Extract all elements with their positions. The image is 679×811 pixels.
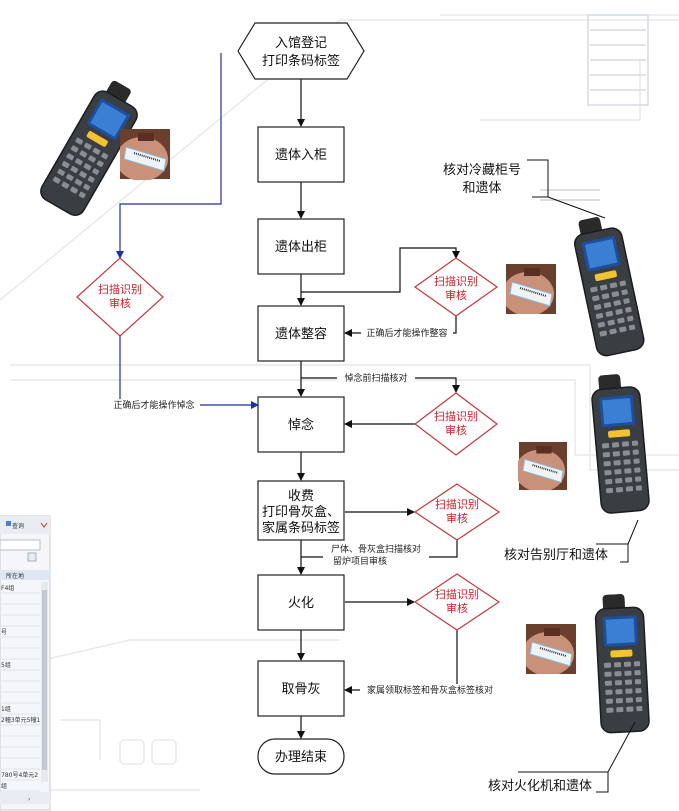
node-cabinet-in: 遗体入柜 bbox=[257, 126, 345, 183]
node-end: 办理结束 bbox=[257, 738, 345, 775]
node-cremation: 火化 bbox=[257, 574, 345, 631]
scan-decision-1: 扫描识别 审核 bbox=[413, 257, 499, 317]
side-label-cabinet-2: 和遗体 bbox=[462, 181, 501, 196]
svg-text:取骨灰: 取骨灰 bbox=[281, 682, 320, 697]
svg-text:审核: 审核 bbox=[445, 288, 467, 302]
node-mourning: 悼念 bbox=[257, 396, 345, 453]
svg-text:打印条码标签: 打印条码标签 bbox=[262, 53, 340, 69]
svg-text:火化: 火化 bbox=[288, 596, 314, 611]
barcode-scanner-icon bbox=[569, 211, 647, 359]
svg-text:家属条码标签: 家属条码标签 bbox=[262, 520, 340, 536]
panel-row[interactable]: 号 bbox=[1, 629, 7, 636]
edge-label-pre-mourning: 悼念前扫描核对 bbox=[344, 372, 407, 384]
edge-label-ashes-check: 家属领取标签和骨灰盒标签核对 bbox=[367, 684, 493, 696]
svg-text:打印骨灰盒、: 打印骨灰盒、 bbox=[262, 504, 340, 520]
scan-decision-3: 扫描识别 审核 bbox=[413, 483, 501, 541]
edge-label-fee-check-2: 留炉项目审核 bbox=[333, 555, 387, 567]
svg-text:扫描识别: 扫描识别 bbox=[434, 274, 478, 288]
scan-decision-left: 扫描识别 审核 bbox=[76, 257, 164, 337]
barcode-scanner-icon bbox=[593, 592, 651, 734]
svg-text:收费: 收费 bbox=[288, 489, 314, 504]
svg-text:扫描识别: 扫描识别 bbox=[434, 409, 478, 423]
panel-row[interactable]: F4组 bbox=[1, 584, 14, 592]
wristband-photo bbox=[526, 624, 576, 674]
svg-text:›: › bbox=[28, 796, 30, 803]
svg-text:扫描识别: 扫描识别 bbox=[98, 282, 142, 296]
barcode-scanner-icon bbox=[589, 371, 651, 515]
panel-header: 所在地 bbox=[6, 572, 24, 580]
side-pointer-lines bbox=[518, 159, 639, 793]
svg-text:遗体入柜: 遗体入柜 bbox=[275, 148, 327, 163]
panel-row[interactable]: 5组 bbox=[1, 661, 11, 669]
svg-text:审核: 审核 bbox=[446, 601, 468, 615]
query-label[interactable]: 查询 bbox=[12, 522, 24, 530]
node-start: 入馆登记 打印条码标签 bbox=[237, 22, 365, 80]
edge-label-fee-check-1: 尸体、骨灰盒扫描核对 bbox=[331, 543, 421, 555]
wristband-photo bbox=[506, 264, 556, 314]
svg-text:扫描识别: 扫描识别 bbox=[435, 587, 479, 601]
edge-label-mourning-check: 正确后才能操作悼念 bbox=[113, 399, 194, 411]
svg-text:入馆登记: 入馆登记 bbox=[275, 36, 327, 51]
scan-flow-connectors bbox=[116, 53, 259, 409]
wristband-photo bbox=[518, 442, 568, 490]
svg-text:悼念: 悼念 bbox=[288, 417, 314, 433]
node-makeup: 遗体整容 bbox=[257, 305, 345, 362]
node-ashes: 取骨灰 bbox=[257, 660, 345, 717]
svg-text:扫描识别: 扫描识别 bbox=[435, 497, 479, 511]
scan-decision-2: 扫描识别 审核 bbox=[414, 392, 498, 456]
svg-text:审核: 审核 bbox=[445, 423, 467, 437]
panel-row[interactable]: 组 bbox=[1, 782, 7, 790]
side-label-hall: 核对告别厅和遗体 bbox=[504, 548, 608, 563]
calendar-icon[interactable] bbox=[27, 552, 37, 562]
panel-row[interactable]: 2幢3单元5幢1 bbox=[1, 716, 40, 724]
svg-text:审核: 审核 bbox=[446, 511, 468, 525]
scan-decision-4: 扫描识别 审核 bbox=[413, 573, 501, 631]
svg-text:遗体出柜: 遗体出柜 bbox=[275, 240, 327, 255]
side-label-cremator: 核对火化机和遗体 bbox=[488, 779, 592, 794]
panel-row[interactable]: 1组 bbox=[1, 705, 11, 713]
node-cabinet-out: 遗体出柜 bbox=[257, 218, 345, 275]
side-label-cabinet-1: 核对冷藏柜号 bbox=[443, 163, 521, 178]
svg-text:办理结束: 办理结束 bbox=[275, 750, 327, 765]
search-icon[interactable] bbox=[6, 521, 11, 526]
panel-row[interactable]: 780号4单元2 bbox=[1, 771, 38, 779]
node-fee: 收费 打印骨灰盒、 家属条码标签 bbox=[257, 480, 345, 541]
collapse-icon[interactable] bbox=[40, 522, 48, 528]
svg-text:遗体整容: 遗体整容 bbox=[275, 326, 327, 342]
wristband-photo bbox=[120, 128, 170, 180]
edge-label-makeup-check: 正确后才能操作整容 bbox=[366, 327, 447, 339]
svg-text:审核: 审核 bbox=[109, 296, 131, 310]
